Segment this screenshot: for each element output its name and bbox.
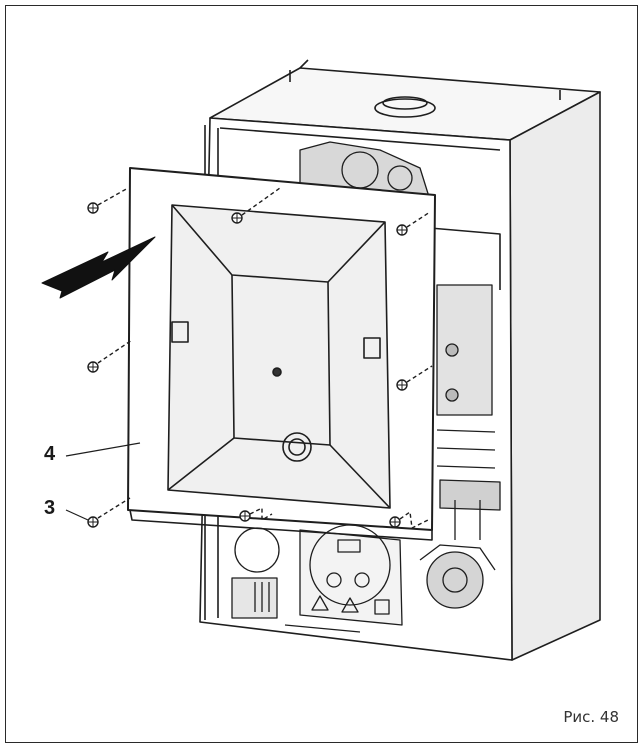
screw-bottom-middle	[239, 507, 273, 522]
callout-leader-panel	[65, 442, 141, 457]
screw-top-left	[87, 187, 129, 214]
screw-top-middle	[231, 187, 281, 224]
removal-direction-arrow	[41, 236, 156, 299]
front-panel	[127, 167, 436, 541]
figure-caption: Рис. 48	[563, 708, 619, 726]
screw-top-right	[396, 211, 431, 236]
screw-bottom-right	[389, 511, 429, 529]
screw-mid-left	[87, 339, 133, 373]
callout-label-screw: 3	[44, 497, 56, 519]
callout-label-panel: 4	[44, 443, 56, 465]
screw-mid-right	[396, 365, 433, 391]
screw-bottom-left	[87, 497, 131, 528]
callout-leader-screw	[65, 509, 89, 521]
panel-screws	[87, 187, 433, 529]
